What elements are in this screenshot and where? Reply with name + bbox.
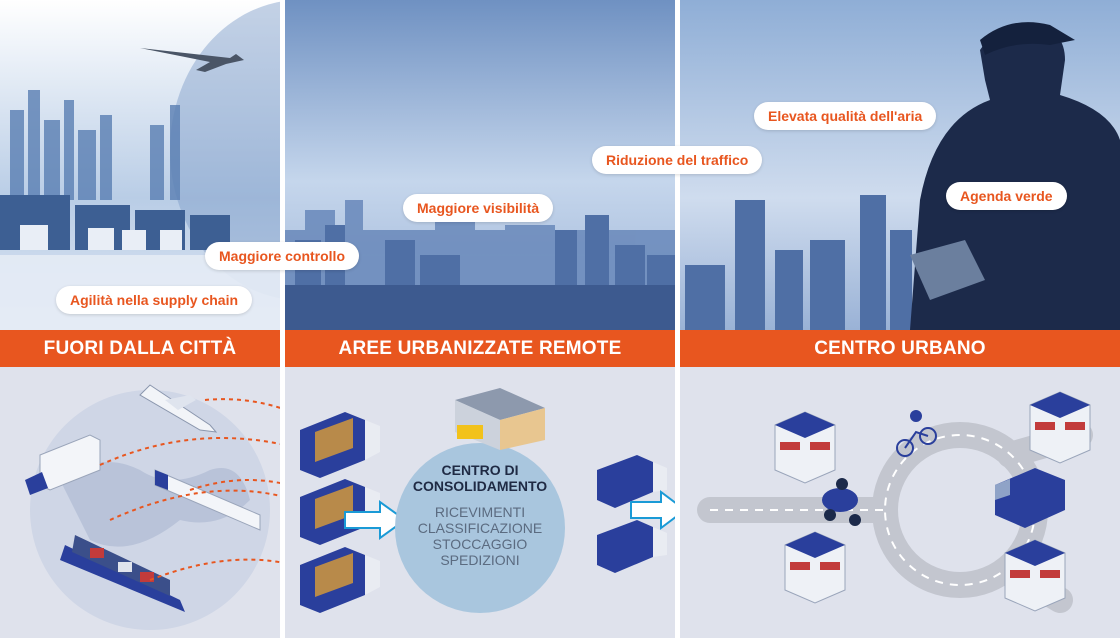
consolidation-title: CONSOLIDAMENTO: [412, 478, 548, 494]
benefit-pill: Maggiore controllo: [205, 242, 359, 270]
flow-arrow-icon: [630, 490, 675, 530]
consolidation-title: CENTRO DI: [441, 462, 519, 478]
truck-icon: [300, 412, 380, 478]
panel-outside-city: FUORI DALLA CITTÀ: [0, 0, 280, 638]
benefit-pill: Agilità nella supply chain: [56, 286, 253, 314]
shop-icon: [774, 411, 836, 484]
skyline-illustration: [285, 0, 675, 330]
global-transport-illustration: [25, 384, 280, 630]
section-title: AREE URBANIZZATE REMOTE: [285, 330, 675, 367]
benefit-pill: Agenda verde: [946, 182, 1067, 210]
consolidation-step: CLASSIFICAZIONE: [417, 520, 543, 536]
truck-icon: [597, 455, 667, 508]
shop-icon: [1004, 539, 1066, 612]
truck-icon: [300, 547, 380, 613]
courier-figure: [910, 22, 1120, 330]
train-icon: [154, 469, 261, 531]
shop-icon: [784, 531, 846, 604]
panel-remote-urban: AREE URBANIZZATE REMOTE: [285, 0, 675, 638]
section-title: CENTRO URBANO: [680, 330, 1120, 367]
benefit-pill: Elevata qualità dell'aria: [754, 102, 937, 130]
consolidation-circle: [395, 443, 565, 613]
warehouse-icon: [455, 388, 545, 450]
urban-delivery-illustration: [697, 391, 1093, 613]
scooter-icon: [822, 478, 861, 526]
airplane-icon: [140, 48, 244, 72]
section-title: FUORI DALLA CITTÀ: [0, 330, 280, 367]
airplane-icon: [139, 384, 218, 433]
consolidation-step: STOCCAGGIO: [432, 536, 528, 552]
ship-icon: [60, 535, 185, 612]
consolidation-illustration: [300, 388, 675, 613]
truck-icon: [25, 434, 101, 495]
consolidation-step: RICEVIMENTI: [434, 504, 526, 520]
shop-icon: [1029, 391, 1091, 464]
flow-arrow-icon: [344, 500, 407, 540]
bicycle-icon: [896, 410, 937, 457]
benefit-pill: Riduzione del traffico: [592, 146, 763, 174]
benefit-pill: Maggiore visibilità: [403, 194, 554, 222]
van-icon: [995, 468, 1065, 528]
consolidation-step: SPEDIZIONI: [440, 552, 520, 568]
truck-icon: [597, 520, 667, 573]
courier-scene-illustration: [680, 0, 1120, 330]
panel-city-center: CENTRO URBANO: [680, 0, 1120, 638]
